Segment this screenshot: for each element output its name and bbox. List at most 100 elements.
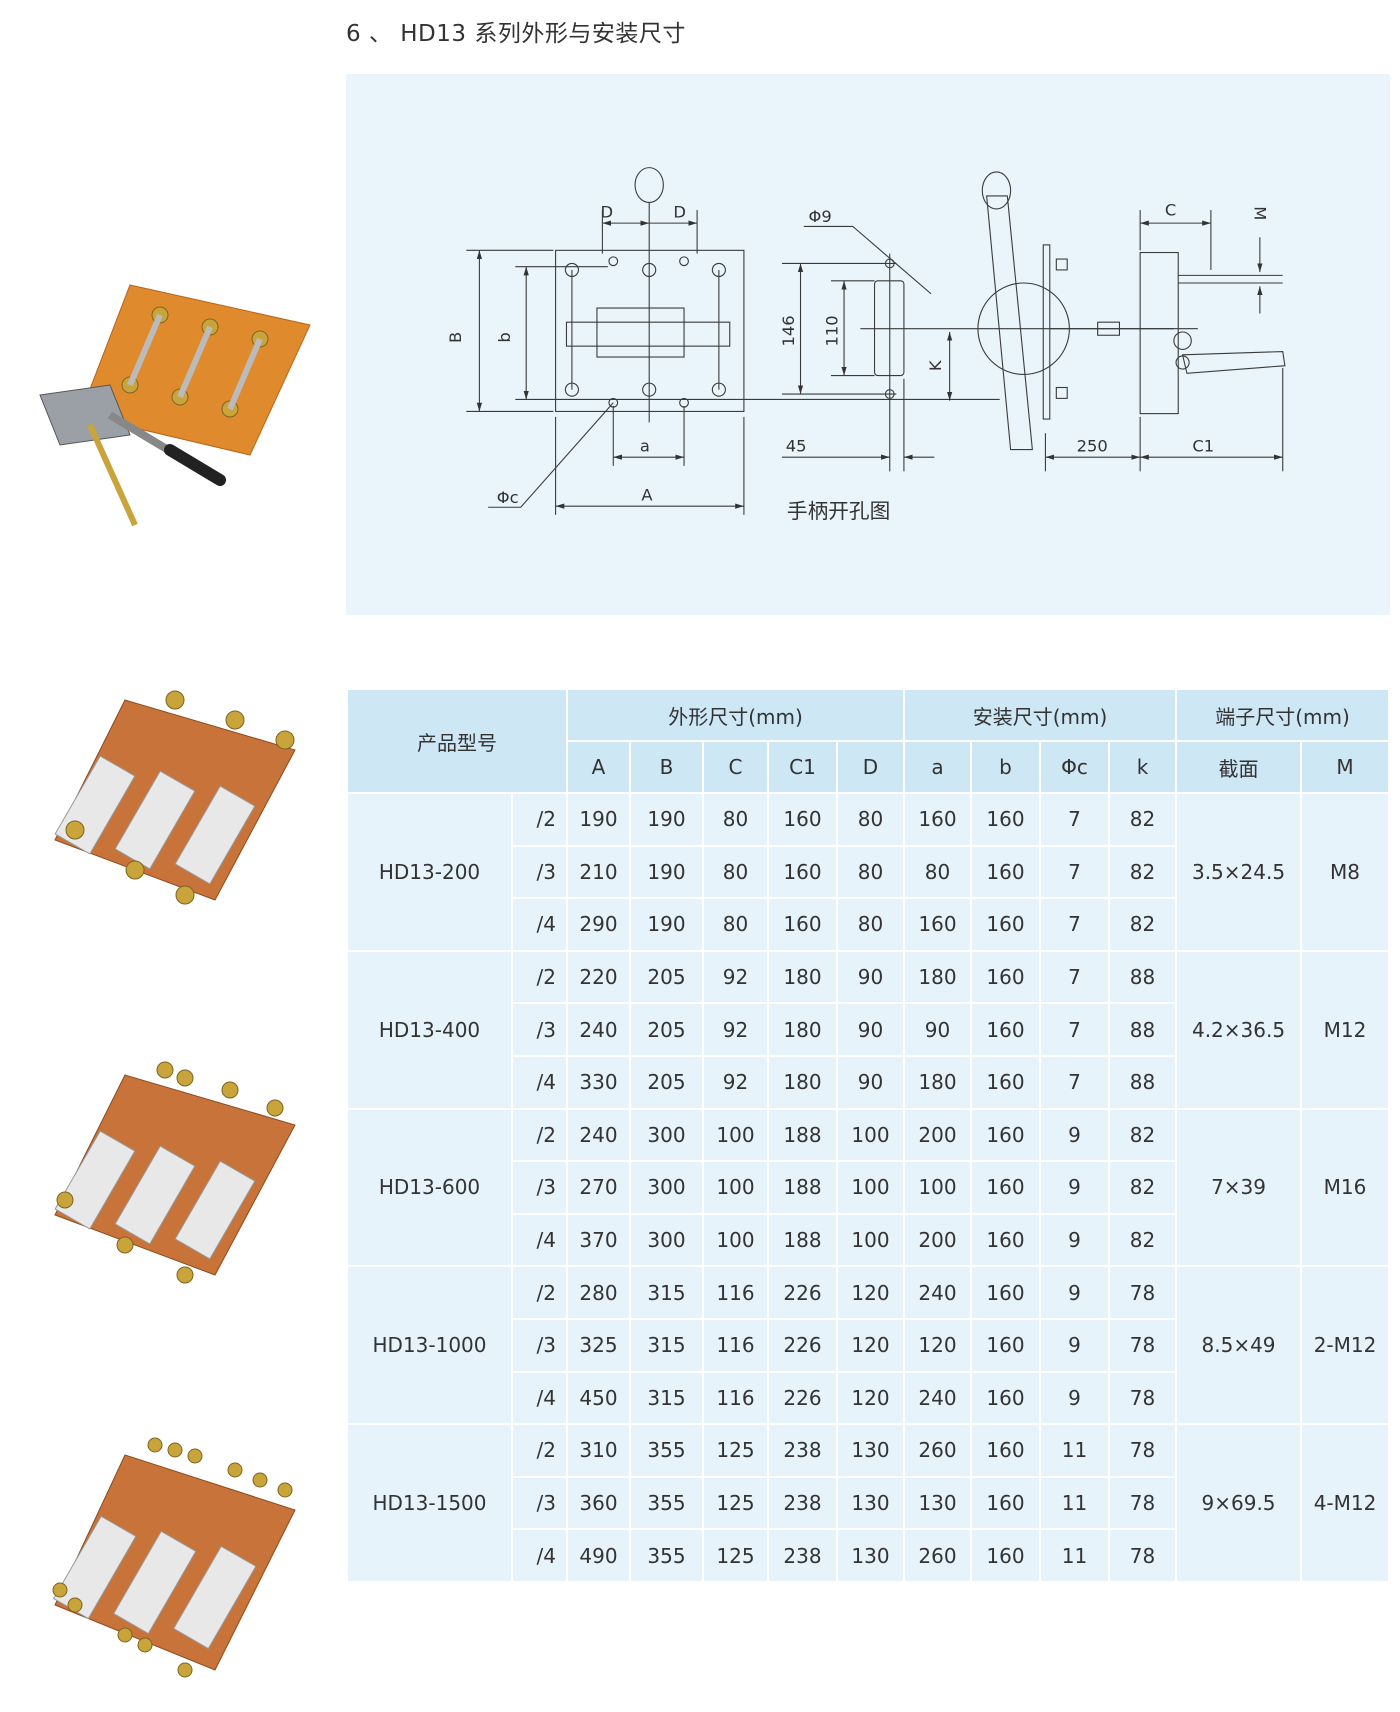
dimension-cell: 88	[1108, 949, 1178, 1005]
pole-suffix: /4	[511, 1528, 568, 1583]
dimension-cell: 7	[1039, 1002, 1111, 1057]
dimension-cell: 370	[566, 1212, 631, 1268]
label-b: b	[495, 332, 514, 342]
label-A: A	[641, 486, 653, 505]
model-name: HD13-1000	[346, 1265, 513, 1426]
dimension-cell: 226	[767, 1370, 838, 1426]
dimension-cell: 188	[767, 1212, 838, 1268]
dimension-cell: 130	[835, 1475, 906, 1531]
dimension-cell: 205	[629, 1054, 704, 1110]
dimension-cell: 82	[1108, 897, 1178, 952]
dimension-cell: 180	[767, 1002, 838, 1057]
dimension-cell: 160	[970, 1528, 1042, 1583]
dimension-diagram: D D B b a A Φc 146 110 Φ9 K 45 250 C C1 …	[346, 74, 1390, 615]
dimension-cell: 82	[1108, 1160, 1178, 1215]
dimension-cell: 160	[970, 1475, 1042, 1531]
dimension-cell: 80	[835, 897, 906, 952]
dimension-cell: 100	[903, 1160, 973, 1215]
pole-suffix: /3	[511, 844, 568, 900]
label-a: a	[640, 437, 650, 456]
dimension-cell: 11	[1039, 1423, 1111, 1478]
dimension-cell: 90	[835, 949, 906, 1005]
column-header: B	[629, 740, 704, 794]
terminal-bolt: M8	[1300, 792, 1391, 952]
dimension-cell: 300	[629, 1212, 704, 1268]
pole-suffix: /2	[511, 1107, 568, 1163]
dimension-cell: 130	[835, 1423, 906, 1478]
dimension-cell: 11	[1039, 1528, 1111, 1583]
dimension-cell: 325	[566, 1317, 631, 1373]
dimension-cell: 360	[566, 1475, 631, 1531]
model-name: HD13-1500	[346, 1423, 513, 1583]
dimension-cell: 315	[629, 1370, 704, 1426]
dimension-cell: 160	[970, 844, 1042, 900]
diagram-caption: 手柄开孔图	[787, 499, 890, 523]
dimension-cell: 90	[835, 1002, 906, 1057]
dimension-cell: 190	[566, 792, 631, 847]
dimension-cell: 88	[1108, 1002, 1178, 1057]
dimension-cell: 11	[1039, 1475, 1111, 1531]
dimension-cell: 120	[903, 1317, 973, 1373]
dimension-cell: 310	[566, 1423, 631, 1478]
dimension-cell: 92	[702, 949, 769, 1005]
dimension-cell: 188	[767, 1107, 838, 1163]
label-C1: C1	[1192, 437, 1214, 456]
column-header: A	[566, 740, 631, 794]
label-phi-c: Φc	[497, 488, 519, 507]
dimension-cell: 270	[566, 1160, 631, 1215]
dimension-cell: 116	[702, 1317, 769, 1373]
section-title: 6 、 HD13 系列外形与安装尺寸	[346, 21, 686, 47]
dimension-cell: 9	[1039, 1265, 1111, 1320]
header-model: 产品型号	[346, 688, 568, 794]
dimension-cell: 80	[835, 792, 906, 847]
dimension-cell: 82	[1108, 792, 1178, 847]
terminal-section: 8.5×49	[1175, 1265, 1303, 1426]
dimension-cell: 190	[629, 792, 704, 847]
dimension-cell: 7	[1039, 844, 1111, 900]
column-header: k	[1108, 740, 1178, 794]
dimension-cell: 92	[702, 1054, 769, 1110]
photo-hd13-with-handle	[39, 284, 311, 527]
header-group-outline: 外形尺寸(mm)	[565, 688, 906, 742]
dimension-cell: 82	[1108, 844, 1178, 900]
dimension-cell: 130	[835, 1528, 906, 1583]
dimension-cell: 490	[566, 1528, 631, 1583]
dimension-cell: 160	[903, 792, 973, 847]
pole-suffix: /3	[511, 1002, 568, 1057]
dimension-cell: 92	[702, 1002, 769, 1057]
terminal-bolt: M16	[1300, 1107, 1391, 1268]
dimension-cell: 78	[1108, 1370, 1178, 1426]
label-45: 45	[786, 437, 807, 456]
dimension-cell: 78	[1108, 1528, 1178, 1583]
pole-suffix: /4	[511, 1212, 568, 1268]
dimension-cell: 9	[1039, 1160, 1111, 1215]
photo-hd13-200	[54, 690, 296, 905]
terminal-section: 9×69.5	[1175, 1423, 1303, 1583]
dimension-cell: 130	[903, 1475, 973, 1531]
dimension-cell: 188	[767, 1160, 838, 1215]
dimension-cell: 315	[629, 1265, 704, 1320]
column-header: a	[903, 740, 973, 794]
model-name: HD13-400	[346, 949, 513, 1110]
column-header: C1	[767, 740, 838, 794]
label-phi-9: Φ9	[808, 207, 831, 226]
dimension-cell: 290	[566, 897, 631, 952]
dimension-cell: 160	[970, 792, 1042, 847]
dimension-cell: 78	[1108, 1475, 1178, 1531]
pole-suffix: /3	[511, 1317, 568, 1373]
pole-suffix: /2	[511, 1265, 568, 1320]
dimension-cell: 210	[566, 844, 631, 900]
label-250: 250	[1077, 437, 1108, 456]
label-B: B	[446, 332, 465, 343]
column-header: Φc	[1039, 740, 1111, 794]
label-146: 146	[779, 315, 798, 346]
terminal-section: 3.5×24.5	[1175, 792, 1303, 952]
dimension-cell: 9	[1039, 1212, 1111, 1268]
dimension-cell: 78	[1108, 1317, 1178, 1373]
header-group-terminal: 端子尺寸(mm)	[1175, 688, 1391, 742]
dimension-cell: 125	[702, 1423, 769, 1478]
column-header: M	[1300, 740, 1391, 794]
